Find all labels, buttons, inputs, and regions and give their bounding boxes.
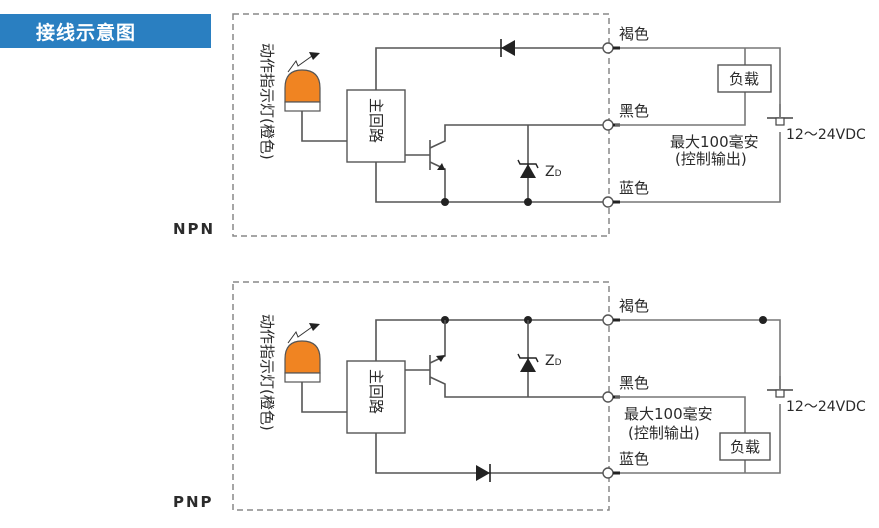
pnp-blue-label: 蓝色	[619, 450, 649, 468]
lamp-dome-icon	[284, 69, 321, 103]
pnp-main-circuit-label: 主回路	[367, 369, 385, 414]
npn-diagram: 动作指示灯(橙色) 主回路 ZD 褐色 黑	[232, 13, 866, 237]
pnp-load-label: 负载	[730, 438, 760, 456]
npn-diode-icon	[501, 40, 515, 56]
npn-supply-voltage: 12～24VDC	[786, 127, 866, 143]
pnp-brown-label: 褐色	[619, 297, 649, 315]
npn-terminal-black	[602, 119, 614, 131]
light-arrow-icon	[309, 323, 320, 331]
npn-max-current: 最大100毫安	[670, 133, 759, 151]
npn-zener-diode-icon	[517, 125, 539, 202]
pnp-terminal-blue	[602, 467, 614, 479]
npn-sensor-boundary	[232, 13, 610, 237]
pnp-terminal-brown	[602, 314, 614, 326]
npn-load-box	[717, 64, 772, 93]
npn-label: NPN	[173, 220, 216, 238]
light-arrow-icon	[309, 52, 320, 60]
lamp-base	[284, 101, 321, 112]
pnp-indicator-label: 动作指示灯(橙色)	[258, 314, 276, 431]
lamp-dome-icon	[284, 340, 321, 374]
pnp-label: PNP	[173, 493, 214, 511]
light-emit-icon	[287, 55, 313, 73]
npn-load-label: 负载	[729, 70, 759, 88]
lamp-base	[284, 372, 321, 383]
npn-terminal-blue	[602, 196, 614, 208]
pnp-main-circuit	[346, 360, 406, 434]
pnp-zener-diode-icon	[517, 320, 539, 397]
pnp-control-output: (控制输出)	[628, 424, 700, 442]
npn-indicator-lamp	[284, 52, 347, 142]
junction-dot	[524, 198, 532, 206]
pnp-supply-voltage: 12～24VDC	[786, 399, 866, 415]
npn-terminal-brown	[602, 42, 614, 54]
npn-main-circuit-label: 主回路	[367, 98, 385, 143]
junction-dot	[441, 198, 449, 206]
pnp-power-supply-icon	[767, 376, 793, 398]
pnp-zener-label: ZD	[545, 353, 562, 369]
pnp-transistor-icon	[405, 320, 604, 398]
light-emit-icon	[287, 326, 313, 344]
pnp-diode-icon	[476, 465, 490, 481]
npn-zener-label: ZD	[545, 164, 562, 180]
pnp-load-box	[719, 432, 771, 461]
pnp-black-label: 黑色	[619, 374, 649, 392]
npn-blue-label: 蓝色	[619, 179, 649, 197]
pnp-diagram: 动作指示灯(橙色) 主回路 ZD 褐色 黑	[232, 281, 866, 511]
section-header: 接线示意图	[0, 14, 211, 48]
pnp-indicator-lamp	[284, 323, 347, 413]
npn-indicator-label: 动作指示灯(橙色)	[258, 43, 276, 160]
pnp-max-current: 最大100毫安	[624, 405, 713, 423]
npn-control-output: (控制输出)	[675, 150, 747, 168]
npn-power-supply-icon	[767, 104, 793, 126]
junction-dot	[759, 316, 767, 324]
npn-brown-label: 褐色	[619, 25, 649, 43]
pnp-sensor-boundary	[232, 281, 610, 511]
npn-transistor-icon	[405, 124, 604, 202]
pnp-terminal-black	[602, 391, 614, 403]
section-title: 接线示意图	[36, 21, 137, 44]
npn-black-label: 黑色	[619, 102, 649, 120]
